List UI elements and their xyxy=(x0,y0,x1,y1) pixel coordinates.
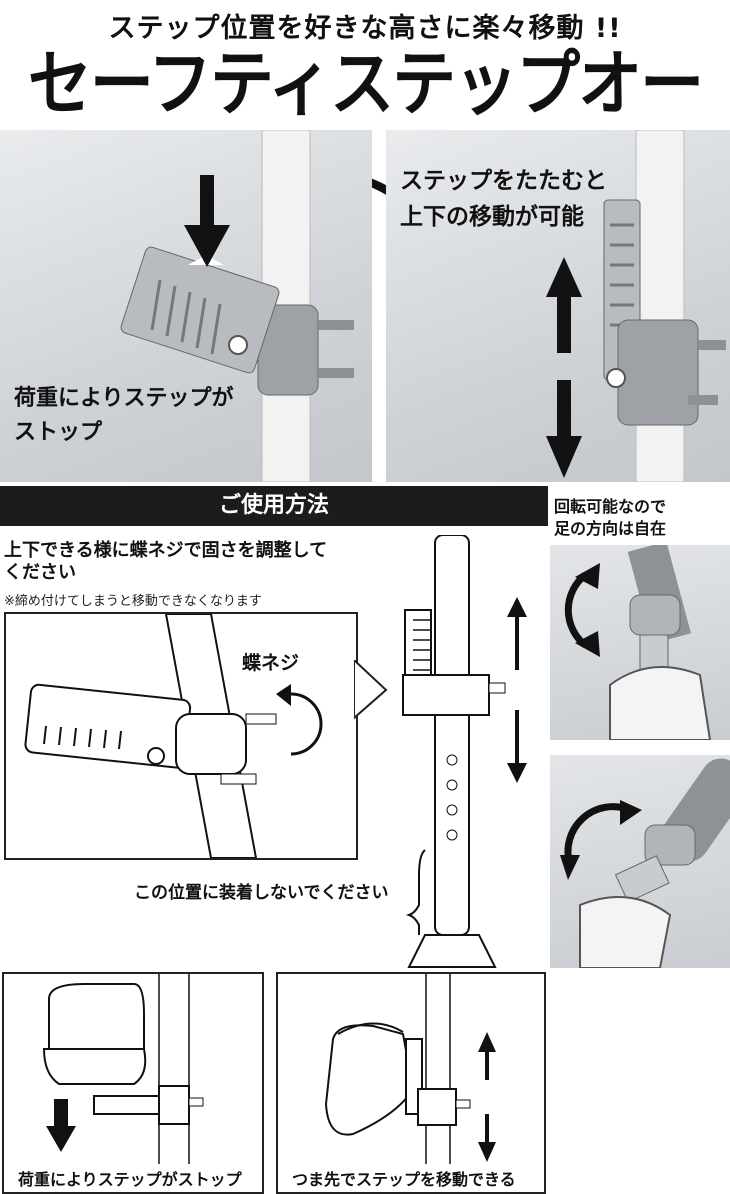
usage-header-bar: ご使用方法 xyxy=(0,486,548,526)
photo-rotation-2 xyxy=(550,755,730,968)
step-locked-illustration xyxy=(120,130,354,482)
callout-pointer xyxy=(354,660,388,720)
caption-folded-line2: 上下の移動が可能 xyxy=(400,203,584,230)
step-folded-illustration xyxy=(603,130,726,482)
caption-locked-line1: 荷重によりステップが xyxy=(14,386,234,411)
usage-header: ご使用方法 xyxy=(218,493,329,518)
usage-note: ※締め付けてしまうと移動できなくなります xyxy=(4,594,262,609)
foot-stop-illustration xyxy=(42,974,204,1164)
arrow-down-icon xyxy=(546,380,582,478)
toe-move-illustration xyxy=(324,974,496,1164)
arrow-down-icon xyxy=(184,175,230,267)
caption-locked-line2: ストップ xyxy=(14,420,103,446)
rotation-caption: 回転可能なので 足の方向は自在 xyxy=(554,496,666,540)
page-title: セーフティステップオート xyxy=(27,43,704,230)
photo-rotation-1 xyxy=(550,545,730,740)
photo-step-locked: 荷重によりステップが ストップ xyxy=(0,130,372,482)
bottom-panel-stop: 荷重によりステップがストップ xyxy=(2,972,264,1194)
wingnut-label: 蝶ネジ xyxy=(242,652,300,674)
rotation-illustration-1 xyxy=(564,545,712,740)
caption-locked: 荷重によりステップが ストップ xyxy=(14,382,234,450)
rotation-caption-line2: 足の方向は自在 xyxy=(554,519,667,538)
bottom-left-caption: 荷重によりステップがストップ xyxy=(18,1170,242,1189)
photo-step-folded: ステップをたたむと 上下の移動が可能 xyxy=(386,130,730,482)
wingnut-detail-panel: 蝶ネジ xyxy=(4,612,358,860)
caption-folded: ステップをたたむと 上下の移動が可能 xyxy=(400,164,607,235)
caption-folded-line1: ステップをたたむと xyxy=(400,168,607,194)
rotation-caption-line1: 回転可能なので xyxy=(554,497,667,516)
warning-label: この位置に装着しないでください xyxy=(134,883,389,903)
arrow-up-icon xyxy=(546,257,582,353)
clamp-detail-illustration xyxy=(24,614,323,858)
usage-instruction: 上下できる様に蝶ネジで固さを調整して ください xyxy=(4,540,327,584)
bottom-panel-move: つま先でステップを移動できる xyxy=(276,972,546,1194)
instruction-line2: ください xyxy=(4,562,76,583)
rotation-illustration-2 xyxy=(560,758,730,968)
subtitle: ステップ位置を好きな高さに楽々移動 !! xyxy=(108,13,622,44)
bottom-right-caption: つま先でステップを移動できる xyxy=(292,1170,516,1189)
instruction-line1: 上下できる様に蝶ネジで固さを調整して xyxy=(4,540,328,561)
pole-diagram xyxy=(402,535,527,968)
